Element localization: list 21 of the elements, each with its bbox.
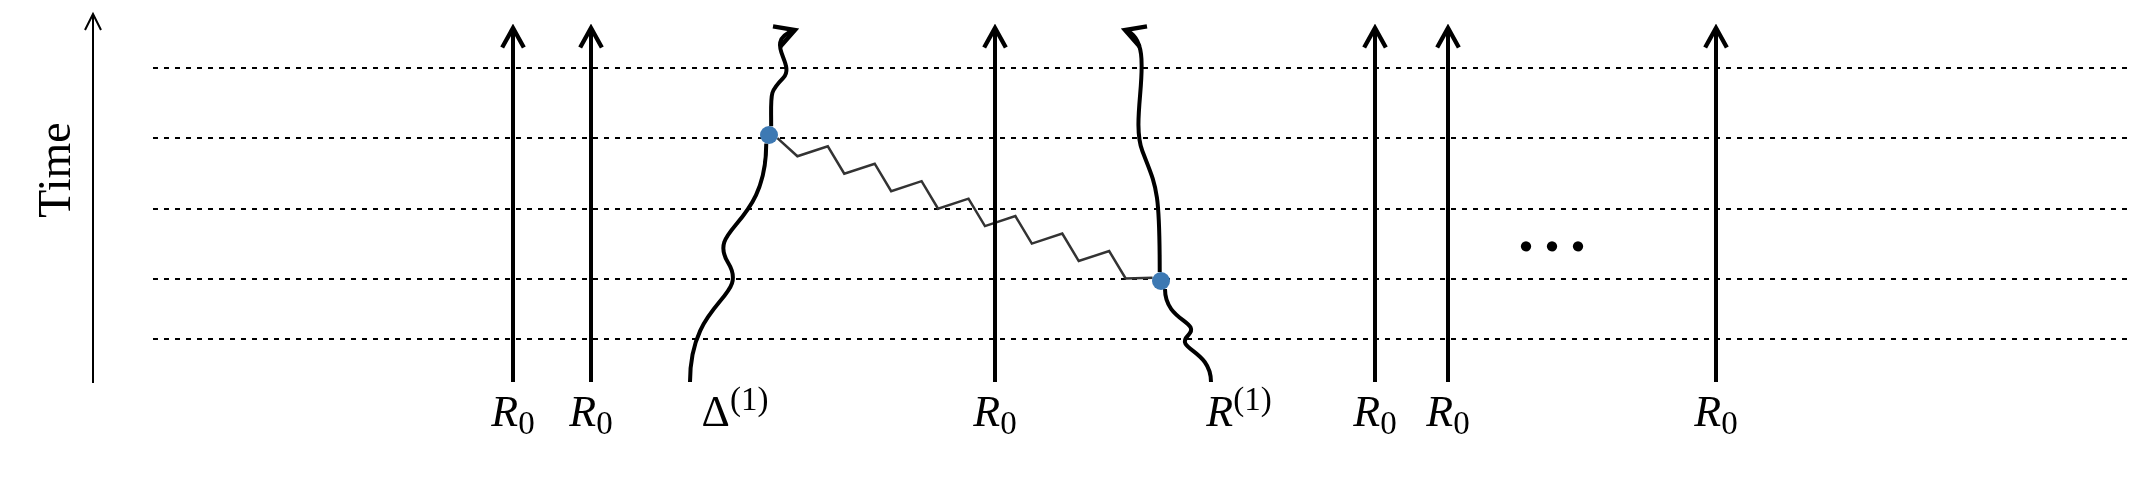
arrow <box>982 25 1008 382</box>
wavy-line <box>688 143 769 383</box>
particle-label: R$_{0}$ <box>973 384 1017 440</box>
arrow <box>1703 25 1729 382</box>
arrow <box>500 25 526 382</box>
wavy-line <box>1163 288 1213 383</box>
arrow <box>1362 25 1388 382</box>
wavy-arrow <box>1122 27 1162 273</box>
arrow <box>1435 25 1461 382</box>
zigzag-line <box>776 137 1153 280</box>
particle-label: R$_{0}$ <box>569 384 613 440</box>
particle-label: R$_{0}$ <box>491 384 535 440</box>
particle-label: R$^{(1)}$ <box>1206 384 1272 440</box>
axis-label: Time <box>32 122 78 218</box>
particle-label: Δ$^{(1)}$ <box>701 384 769 440</box>
ellipsis: ... <box>1518 198 1596 262</box>
particle-label: R$_{0}$ <box>1353 384 1397 440</box>
particle-label: R$_{0}$ <box>1694 384 1738 440</box>
wavy-arrow <box>769 25 798 127</box>
particle-label: R$_{0}$ <box>1426 384 1470 440</box>
arrow <box>578 25 604 382</box>
